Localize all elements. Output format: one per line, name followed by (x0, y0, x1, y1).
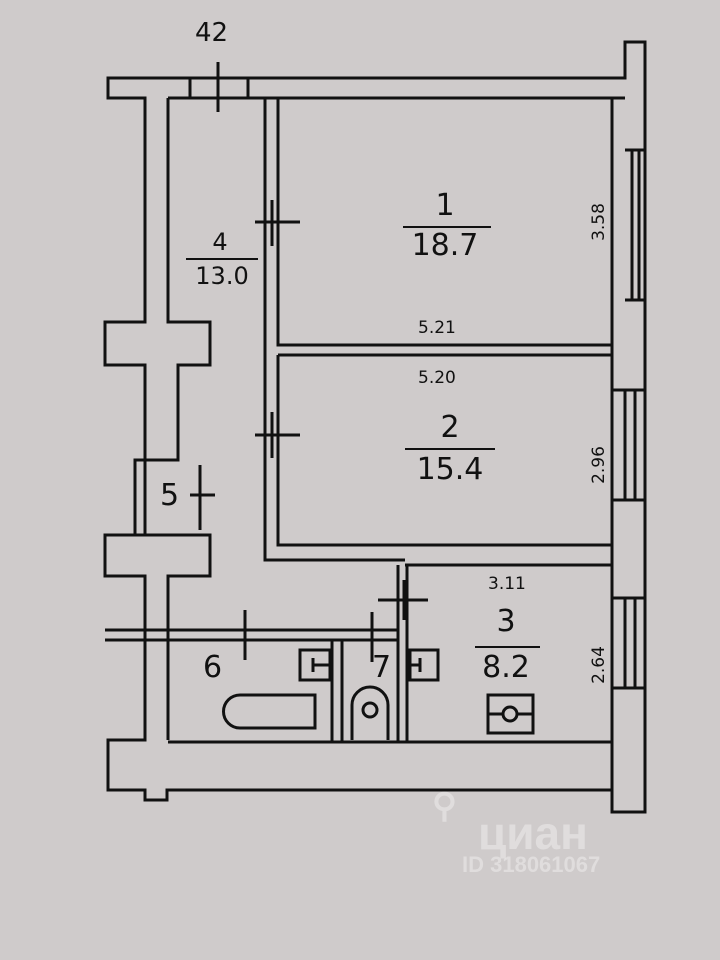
room-3-width: 3.11 (488, 574, 526, 594)
watermark-brand: циан (478, 807, 588, 859)
room-1-depth: 3.58 (588, 203, 609, 241)
room-3-depth: 2.64 (588, 646, 609, 684)
room-7-number: 7 (372, 650, 392, 685)
room-3-number: 3 (496, 604, 516, 639)
room-4-fraction-bar (186, 258, 258, 260)
room-1-number: 1 (435, 188, 455, 223)
location-pin-icon: ⚲ (432, 787, 457, 825)
room-3-fraction-bar (475, 646, 540, 648)
room-5-number: 5 (160, 478, 180, 513)
room-2-area: 15.4 (416, 452, 484, 487)
room-1-area: 18.7 (411, 228, 479, 263)
room-2-fraction-bar (405, 448, 495, 450)
room-2-width: 5.20 (418, 368, 456, 388)
room-4-area: 13.0 (195, 262, 249, 290)
room-4-number: 4 (212, 228, 228, 256)
room-1-width: 5.21 (418, 318, 456, 338)
room-3-area: 8.2 (482, 650, 530, 685)
room-2-number: 2 (440, 410, 460, 445)
watermark-id: ID 318061067 (462, 852, 601, 877)
room-2-depth: 2.96 (588, 446, 609, 484)
room-1-fraction-bar (403, 226, 491, 228)
building-number-label: 42 (195, 18, 229, 48)
room-6-number: 6 (203, 650, 223, 685)
